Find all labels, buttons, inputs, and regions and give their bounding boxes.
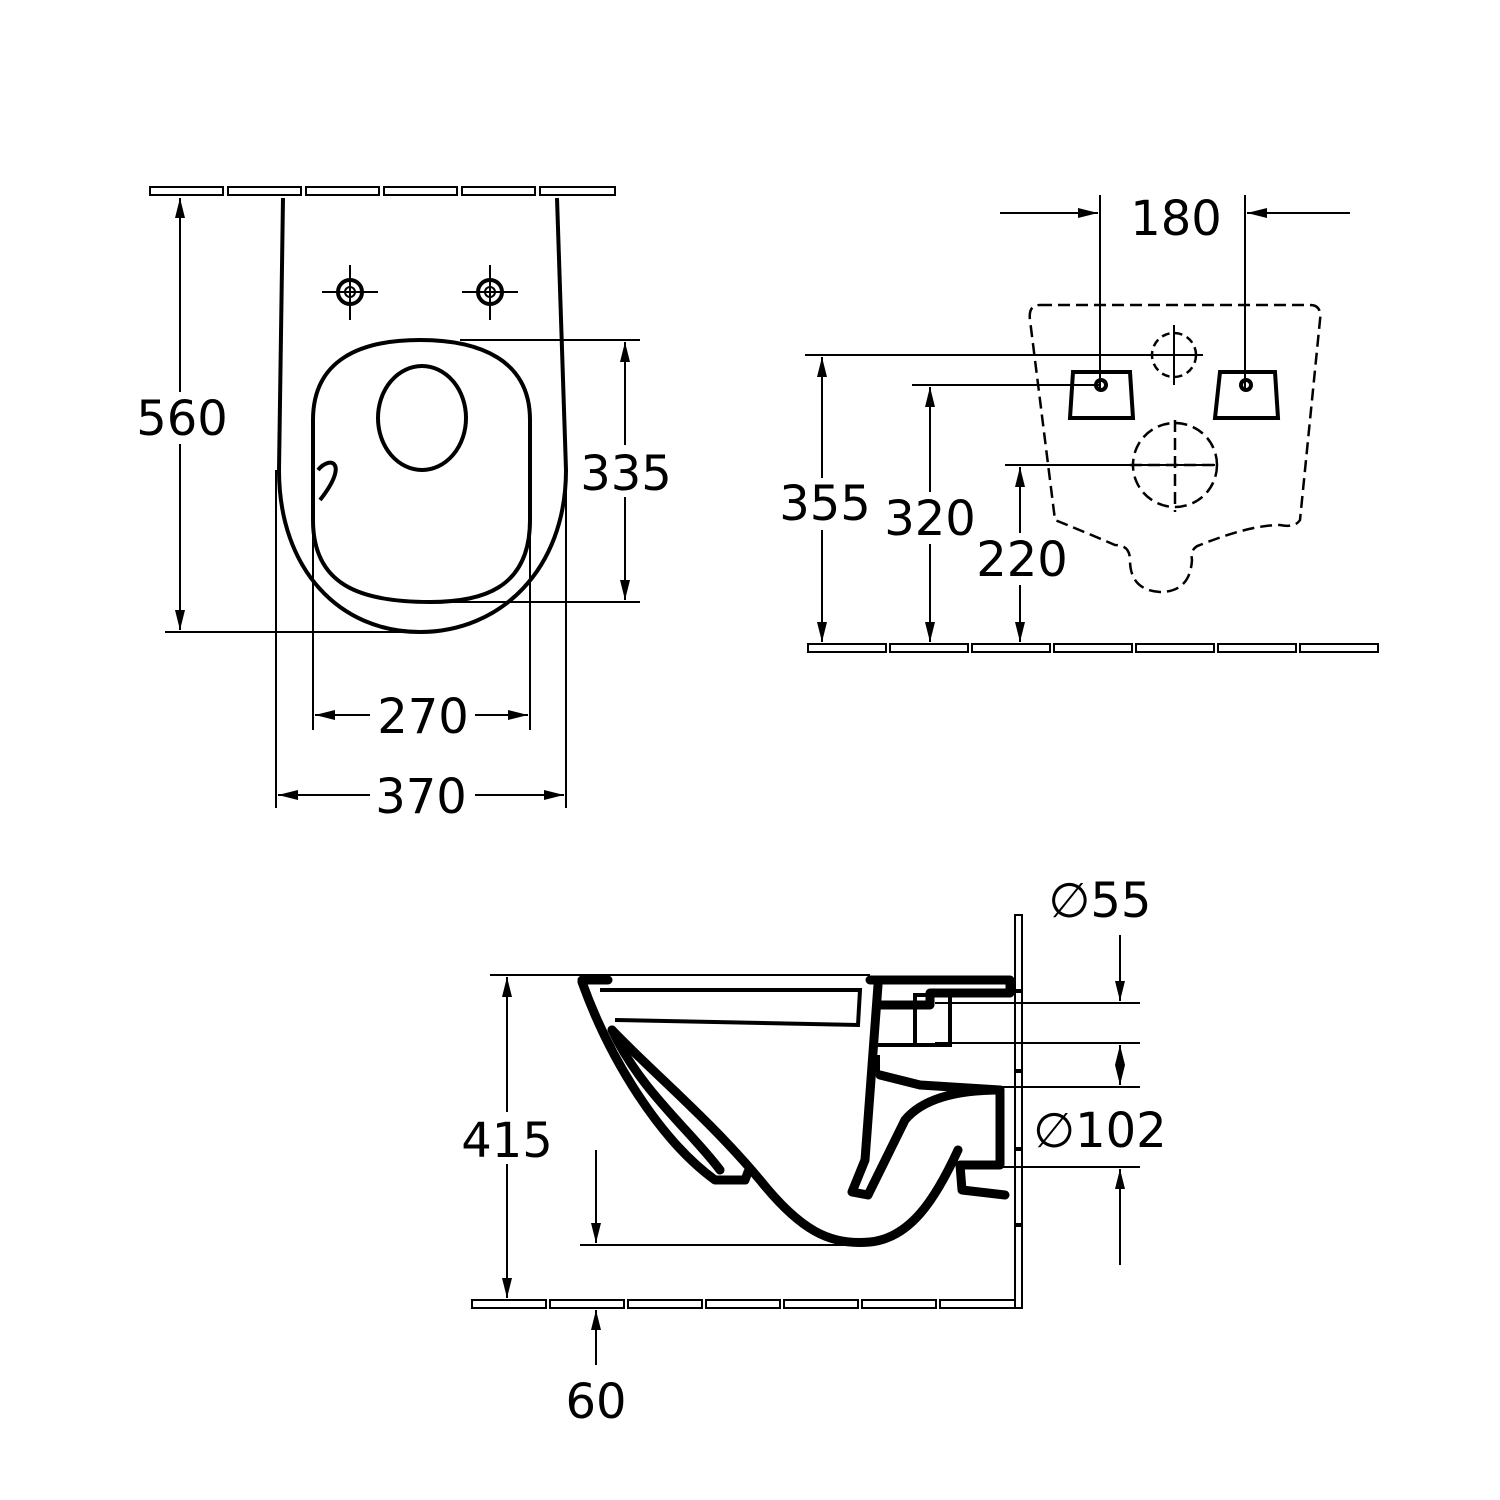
lid-opening [376,364,468,472]
dim-rim-height: 415 [461,1113,553,1169]
mounting-bracket [1212,370,1281,420]
dim-inlet-height: 355 [779,476,871,532]
dim-bolt-spacing: 180 [1130,191,1222,247]
bolt-icon [322,265,378,320]
dim-outlet-diameter: ∅102 [1033,1103,1166,1159]
dim-bowl-clearance: 60 [565,1374,626,1430]
dim-overall-width: 370 [375,769,467,825]
mounting-bracket [1067,370,1136,420]
dim-overall-length: 560 [136,391,228,447]
dim-inlet-diameter: ∅55 [1049,873,1152,929]
bolt-icon [462,265,518,320]
floor-plate [807,643,1379,653]
dim-bolt-height: 320 [884,491,976,547]
wall-plate [149,186,616,196]
top-view: 560 335 270 370 [135,186,672,825]
bowl-section [490,974,1015,1248]
wall-plate [1014,914,1023,1309]
dim-seat-width: 270 [377,689,469,745]
floor-plate [471,1299,1023,1309]
rear-view: 180 355 320 220 [778,191,1379,653]
side-view: 415 60 ∅55 ∅102 [461,873,1167,1430]
dim-outlet-height: 220 [976,532,1068,588]
bowl-dashed-outline [1028,303,1322,594]
dim-seat-length: 335 [580,446,672,502]
bowl-outline [276,197,569,635]
